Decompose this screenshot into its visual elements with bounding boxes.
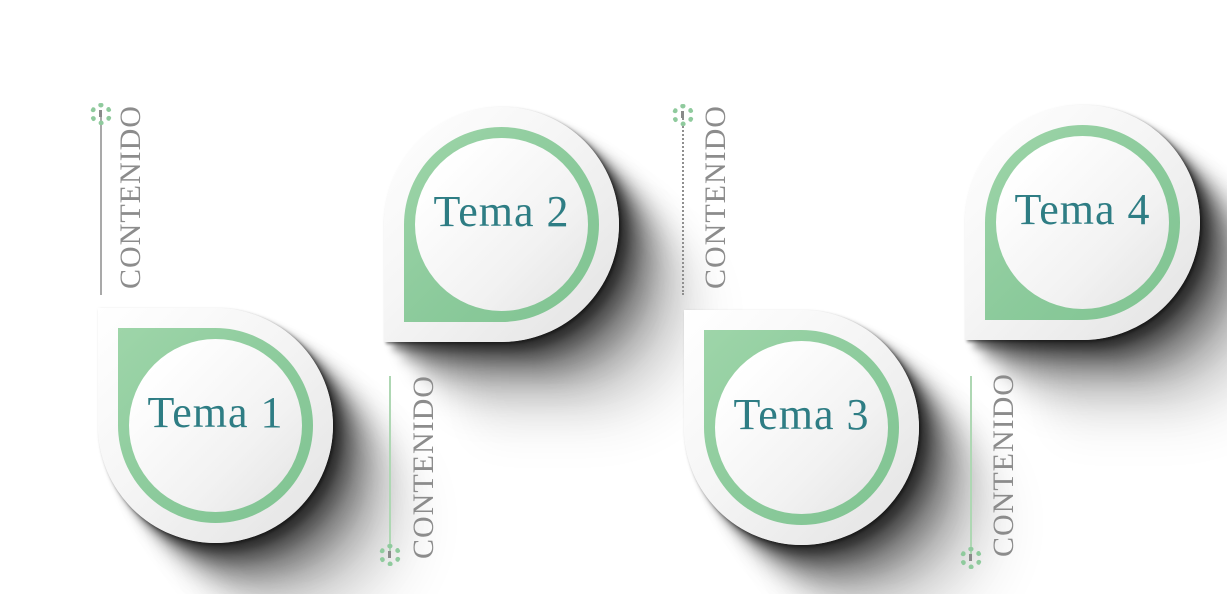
pin-center-dot-icon bbox=[681, 111, 684, 118]
pin-center-dot-icon bbox=[969, 554, 972, 561]
connector-label: CONTENIDO bbox=[114, 105, 147, 289]
topic-title: Tema 3 bbox=[733, 390, 870, 439]
topic-circle: Tema 1 bbox=[129, 339, 302, 512]
connector-pin-icon bbox=[90, 103, 112, 125]
topic-card-2[interactable]: Tema 2 bbox=[384, 107, 619, 342]
connector-line bbox=[389, 376, 391, 555]
pin-center-dot-icon bbox=[388, 551, 391, 558]
connector-pin-icon bbox=[672, 104, 694, 126]
topic-circle: Tema 4 bbox=[996, 136, 1169, 309]
connector-line bbox=[970, 376, 972, 558]
connector-pin-icon bbox=[379, 544, 401, 566]
topic-card-1[interactable]: Tema 1 bbox=[98, 308, 333, 543]
topic-card-3[interactable]: Tema 3 bbox=[684, 310, 919, 545]
connector-label: CONTENIDO bbox=[699, 105, 732, 289]
connector-pin-icon bbox=[960, 547, 982, 569]
topic-circle: Tema 3 bbox=[715, 341, 888, 514]
topic-title: Tema 2 bbox=[433, 187, 570, 236]
pin-center-dot-icon bbox=[99, 110, 102, 117]
topic-title: Tema 4 bbox=[1014, 185, 1151, 234]
connector-label: CONTENIDO bbox=[987, 373, 1020, 557]
topic-card-4[interactable]: Tema 4 bbox=[965, 105, 1200, 340]
topic-title: Tema 1 bbox=[147, 388, 284, 437]
topic-circle: Tema 2 bbox=[415, 138, 588, 311]
connector-line bbox=[682, 115, 684, 295]
connector-label: CONTENIDO bbox=[407, 375, 440, 559]
connector-line bbox=[100, 114, 102, 295]
